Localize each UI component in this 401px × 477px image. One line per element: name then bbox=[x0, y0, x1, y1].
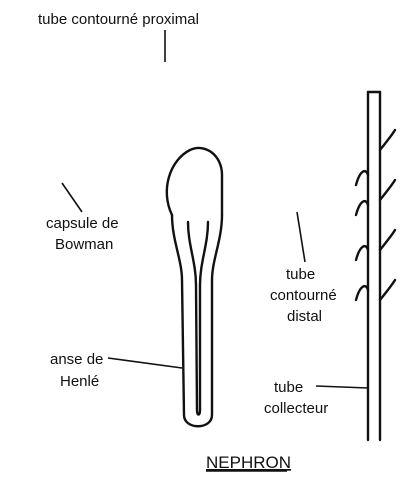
label-proximal: tube contourné proximal bbox=[38, 11, 199, 28]
label-anse-line1: anse de bbox=[50, 351, 103, 368]
loop-of-henle bbox=[167, 148, 222, 426]
label-collecteur-line2: collecteur bbox=[264, 400, 328, 417]
collecteur-leader bbox=[316, 386, 368, 388]
label-distal-line3: distal bbox=[287, 308, 322, 325]
label-capsule-line1: capsule de bbox=[46, 215, 119, 232]
label-capsule-line2: Bowman bbox=[55, 236, 113, 253]
label-distal-line2: contourné bbox=[270, 287, 337, 304]
capsule-leader bbox=[62, 183, 82, 212]
label-collecteur-line1: tube bbox=[274, 379, 303, 396]
anse-leader bbox=[108, 358, 182, 368]
diagram-title: NEPHRON bbox=[206, 453, 291, 472]
label-distal-line1: tube bbox=[286, 266, 315, 283]
label-anse-line2: Henlé bbox=[60, 373, 99, 390]
